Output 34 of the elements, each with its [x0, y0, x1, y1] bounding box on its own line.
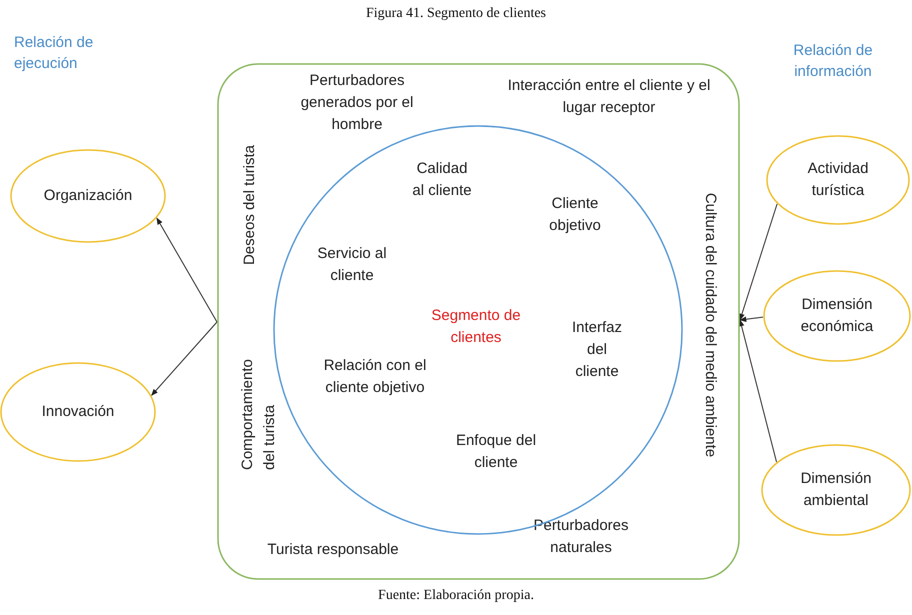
node-text: Dimensión ambiental	[800, 469, 872, 511]
node-text: Interacción entre el cliente y el lugar receptor	[506, 76, 712, 118]
node-text: Segmento de clientes	[430, 306, 522, 348]
node-text: Turista responsable	[266, 540, 400, 560]
node-text: Relación con el cliente objetivo	[323, 356, 427, 398]
arrow	[156, 218, 218, 322]
node-text: Cliente objetivo	[548, 194, 602, 236]
arrow	[739, 203, 778, 321]
node-text: Organización	[42, 186, 134, 206]
rounded-frame	[217, 63, 740, 580]
ellipse-node	[10, 149, 166, 243]
section-heading: Relación de información	[792, 41, 874, 82]
node-text: Perturbadores generados por el hombre	[300, 71, 414, 135]
arrow	[739, 316, 764, 322]
node-text: Perturbadores naturales	[532, 516, 630, 558]
ellipse-node	[763, 270, 911, 362]
ellipse-node	[761, 444, 911, 536]
node-text: Enfoque del cliente	[454, 431, 538, 473]
node-text: Cultura del cuidado del medio ambiente	[701, 192, 720, 458]
node-text: Calidad al cliente	[411, 159, 473, 201]
figure-title: Figura 41. Segmento de clientes	[366, 6, 546, 22]
node-text: Deseos del turista	[240, 144, 259, 266]
arrow	[738, 319, 778, 462]
node-text: Dimensión económica	[800, 295, 874, 337]
node-text: Servicio al cliente	[316, 244, 388, 286]
ellipse-node	[0, 362, 156, 462]
node-text: Innovación	[40, 402, 116, 422]
node-text: Comportamiento del turista	[238, 358, 279, 470]
arrow	[151, 322, 218, 396]
figure-caption: Fuente: Elaboración propia.	[378, 588, 534, 604]
ellipse-node	[766, 135, 910, 225]
section-heading: Relación de ejecución	[14, 33, 94, 74]
node-text: Interfaz del cliente	[570, 318, 624, 382]
node-text: Actividad turística	[806, 159, 870, 201]
